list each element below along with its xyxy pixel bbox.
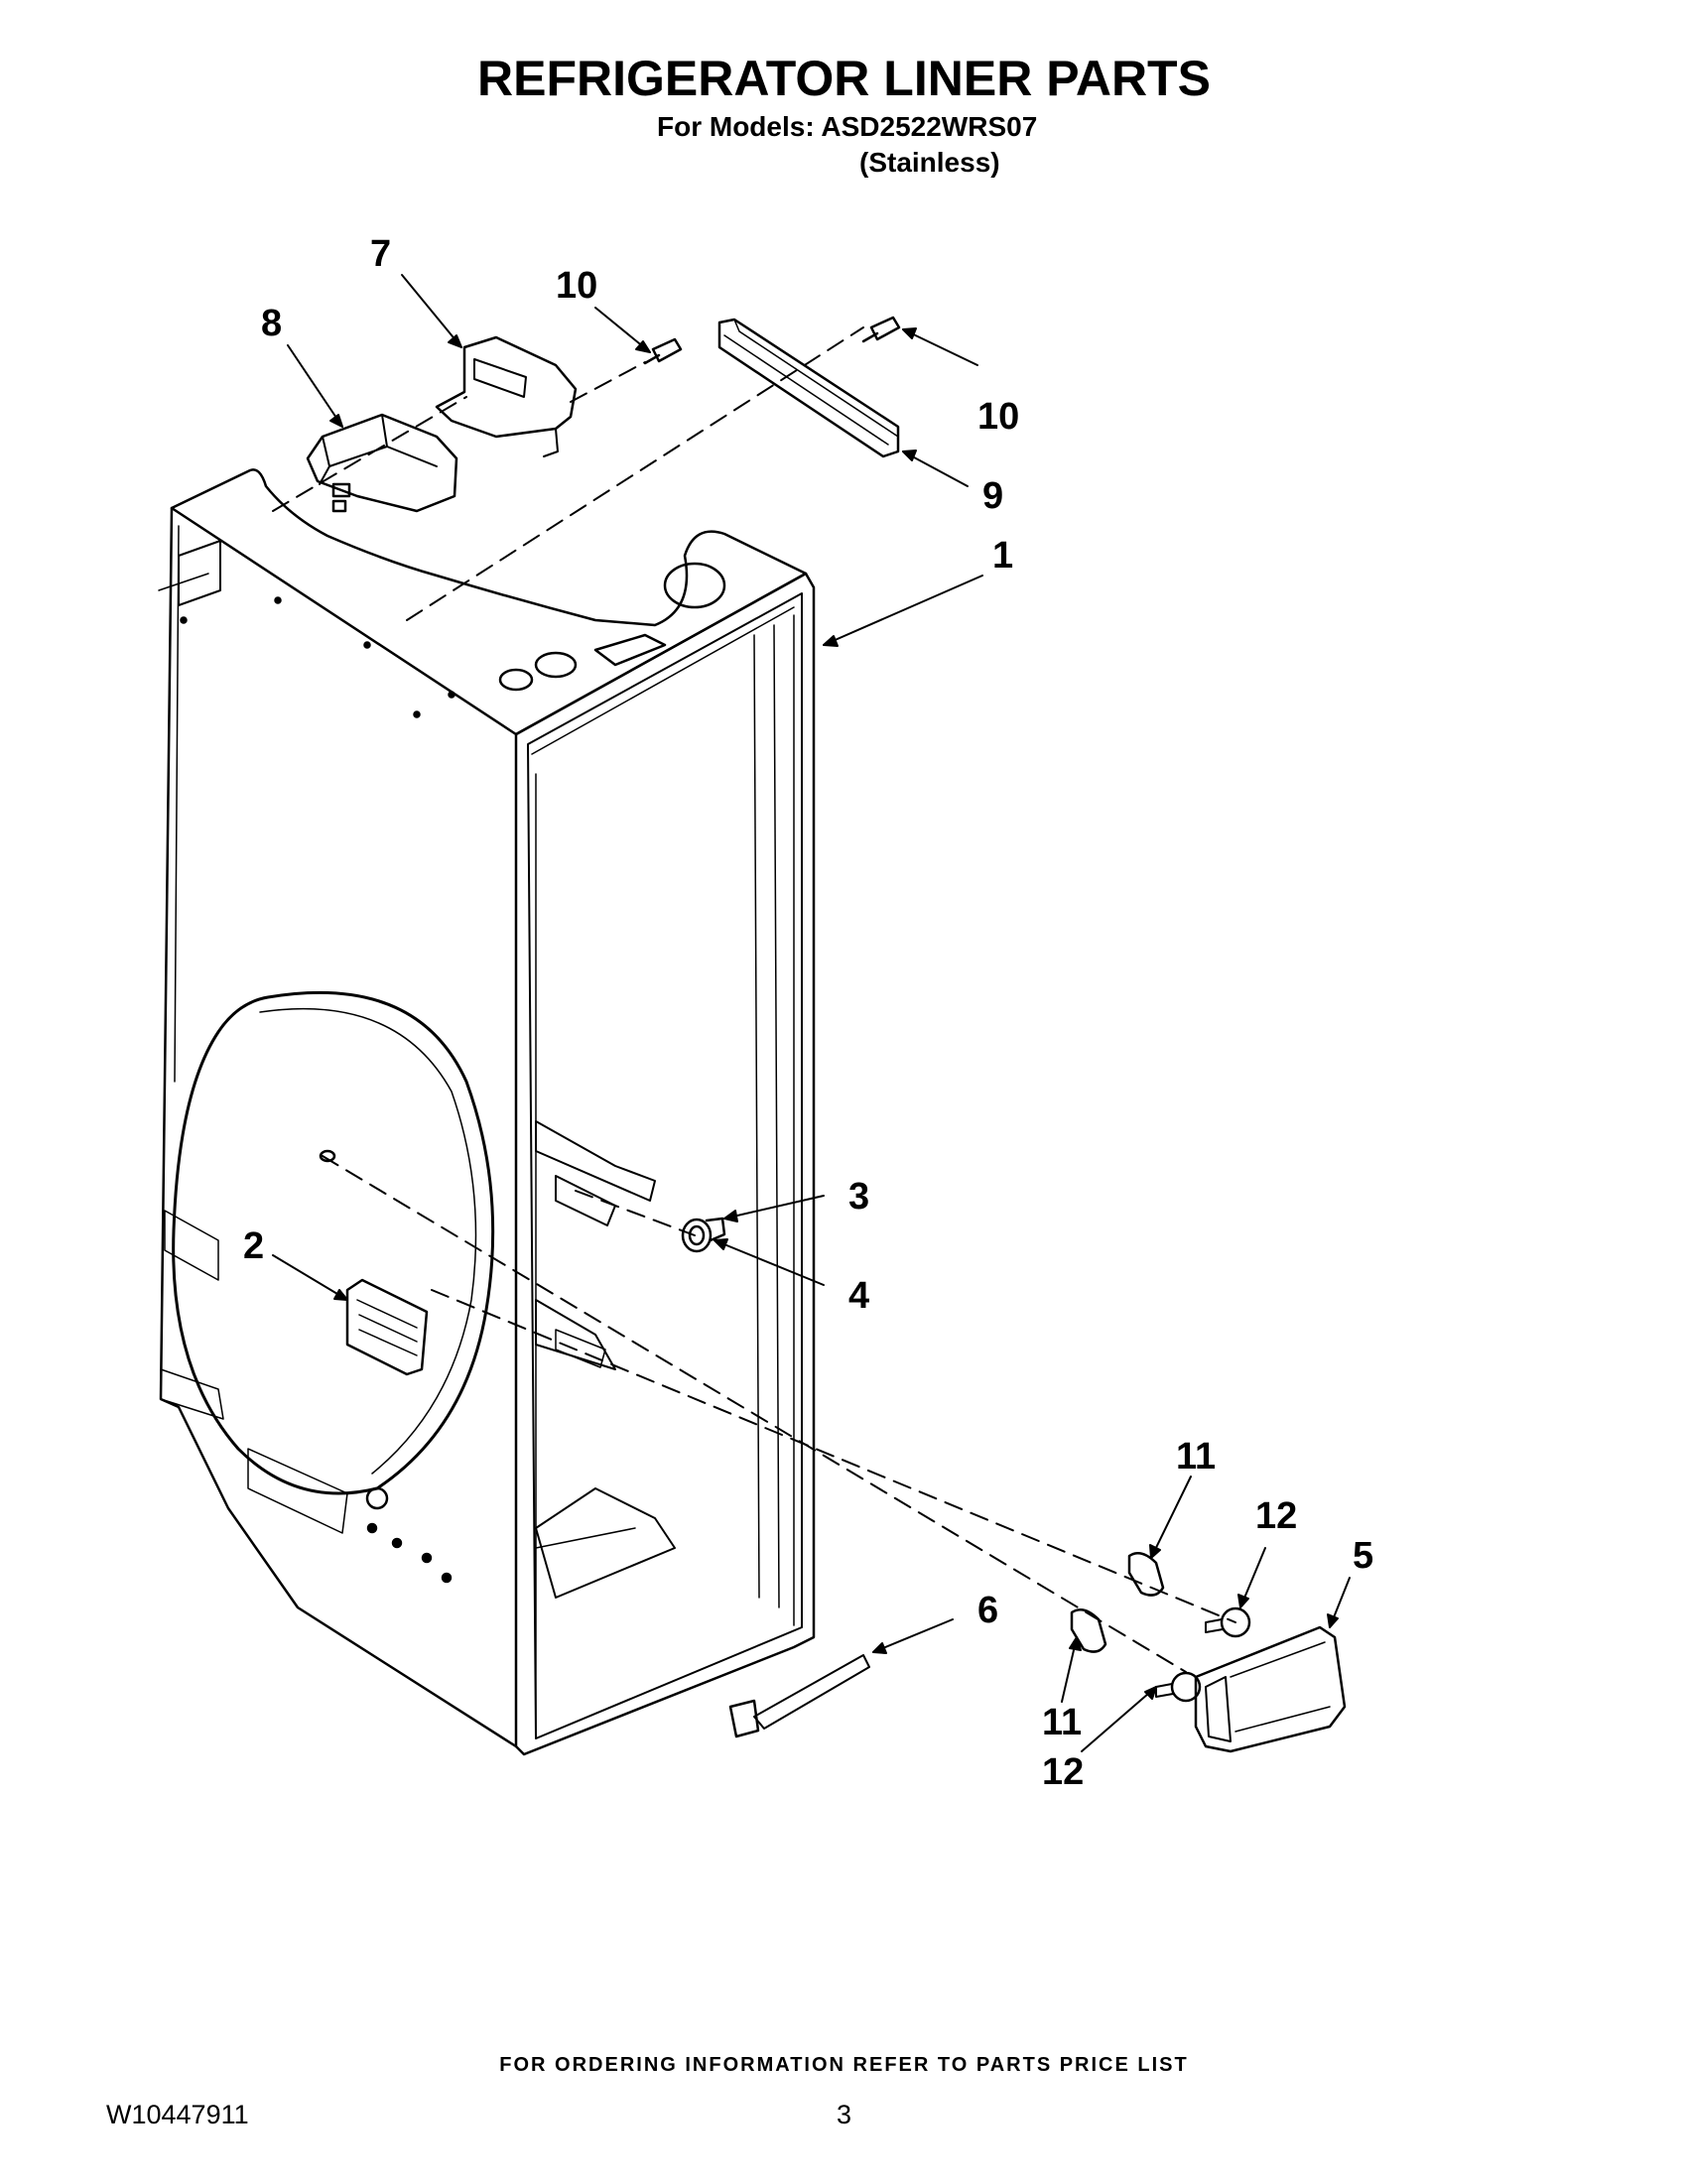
callout-6: 6	[977, 1590, 998, 1631]
part-10-screw-a	[643, 337, 683, 365]
part-3-4-grommet	[681, 1217, 726, 1253]
page-number: 3	[837, 2100, 852, 2129]
callout-8: 8	[261, 303, 282, 344]
assembly-dashed-lines	[272, 326, 1236, 1673]
part-11-clip-b	[1070, 1607, 1107, 1653]
variant-line: (Stainless)	[859, 147, 1000, 178]
callout-2: 2	[243, 1225, 264, 1267]
part-9-rail	[717, 318, 900, 458]
part-6-cable-tie	[728, 1654, 870, 1738]
callout-4: 4	[848, 1275, 869, 1317]
callout-9: 9	[982, 475, 1003, 517]
callout-10-top: 10	[556, 265, 597, 307]
callout-5: 5	[1353, 1535, 1373, 1577]
callout-11-top: 11	[1176, 1436, 1216, 1477]
part-10-screw-b	[861, 316, 901, 343]
models-line: For Models: ASD2522WRS07	[657, 111, 1038, 142]
part-11-clip-a	[1127, 1551, 1165, 1597]
leader-lines	[272, 274, 1351, 1752]
part-12-screw-a	[1205, 1606, 1251, 1638]
part-8-module	[306, 413, 458, 513]
page-title: REFRIGERATOR LINER PARTS	[477, 51, 1211, 106]
part-7-bracket	[435, 335, 578, 457]
ordering-note: FOR ORDERING INFORMATION REFER TO PARTS …	[499, 2054, 1189, 2076]
part-5-housing	[1194, 1625, 1347, 1753]
callout-12-bottom: 12	[1042, 1751, 1084, 1793]
document-number: W10447911	[106, 2100, 249, 2129]
callout-11-bottom: 11	[1042, 1702, 1082, 1743]
part-2-vent	[345, 1278, 429, 1376]
callout-7: 7	[370, 233, 391, 275]
callout-10-right: 10	[977, 396, 1019, 438]
part-12-screw-b	[1155, 1671, 1202, 1703]
callout-3: 3	[848, 1176, 869, 1218]
callout-12-top: 12	[1255, 1495, 1297, 1537]
liner-body	[158, 468, 816, 1756]
callout-1: 1	[992, 535, 1013, 577]
